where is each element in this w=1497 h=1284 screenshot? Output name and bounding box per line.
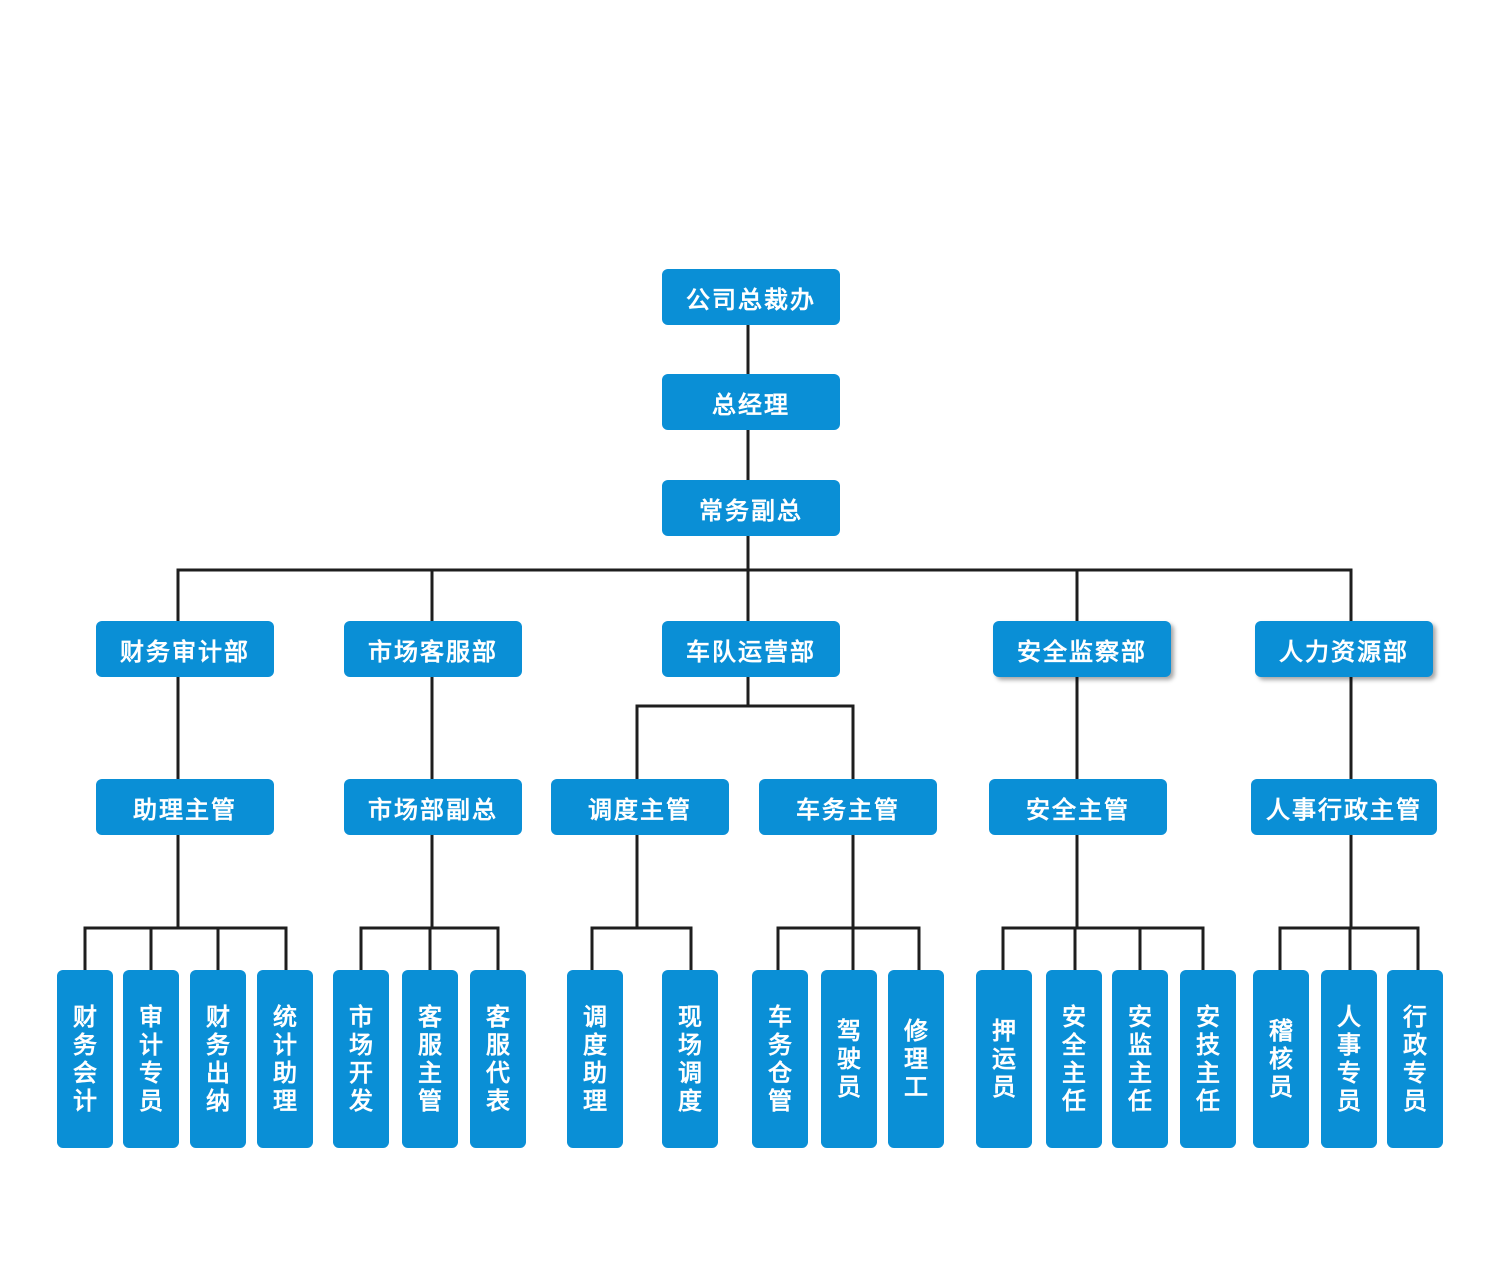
staff-box: 安监主任 bbox=[1112, 970, 1168, 1148]
staff-box: 修理工 bbox=[888, 970, 944, 1148]
staff-box: 行政专员 bbox=[1387, 970, 1443, 1148]
staff-box: 安技主任 bbox=[1180, 970, 1236, 1148]
node-gm: 总经理 bbox=[662, 374, 840, 430]
staff-box: 驾驶员 bbox=[821, 970, 877, 1148]
dept-box: 安全监察部 bbox=[993, 621, 1171, 677]
staff-box: 市场开发 bbox=[333, 970, 389, 1148]
staff-box: 现场调度 bbox=[662, 970, 718, 1148]
node-evp: 常务副总 bbox=[662, 480, 840, 536]
staff-box: 财务会计 bbox=[57, 970, 113, 1148]
manager-box: 助理主管 bbox=[96, 779, 274, 835]
staff-box: 客服代表 bbox=[470, 970, 526, 1148]
staff-box: 车务仓管 bbox=[752, 970, 808, 1148]
manager-box: 市场部副总 bbox=[344, 779, 522, 835]
staff-box: 人事专员 bbox=[1321, 970, 1377, 1148]
dept-box: 车队运营部 bbox=[662, 621, 840, 677]
manager-box: 安全主管 bbox=[989, 779, 1167, 835]
node-top: 公司总裁办 bbox=[662, 269, 840, 325]
dept-box: 人力资源部 bbox=[1255, 621, 1433, 677]
staff-box: 客服主管 bbox=[402, 970, 458, 1148]
staff-box: 审计专员 bbox=[123, 970, 179, 1148]
staff-box: 安全主任 bbox=[1046, 970, 1102, 1148]
manager-box: 车务主管 bbox=[759, 779, 937, 835]
dept-box: 财务审计部 bbox=[96, 621, 274, 677]
dept-box: 市场客服部 bbox=[344, 621, 522, 677]
staff-box: 押运员 bbox=[976, 970, 1032, 1148]
manager-box: 人事行政主管 bbox=[1251, 779, 1437, 835]
staff-box: 统计助理 bbox=[257, 970, 313, 1148]
manager-box: 调度主管 bbox=[551, 779, 729, 835]
staff-box: 调度助理 bbox=[567, 970, 623, 1148]
staff-box: 稽核员 bbox=[1253, 970, 1309, 1148]
staff-box: 财务出纳 bbox=[190, 970, 246, 1148]
